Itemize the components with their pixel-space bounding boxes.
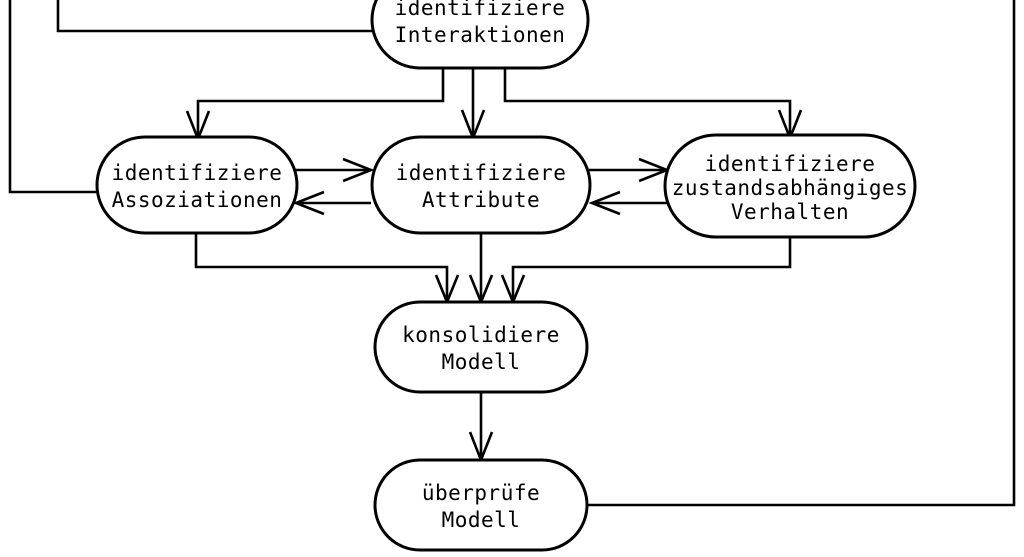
arrowhead-verhalten-to-attribute: [588, 190, 621, 216]
edge-ueberpruefe-feedback-right: [587, 0, 1016, 507]
node-label-ueberpruefe-line1: überprüfe: [422, 481, 540, 505]
edge-interaktionen-to-verhalten: [503, 68, 792, 138]
node-label-ueberpruefe-line2: Modell: [442, 508, 521, 532]
node-label-assoziationen-line2: Assoziationen: [112, 188, 283, 212]
edge-assoziationen-to-konsolidiere: [194, 231, 449, 302]
node-shape-ueberpruefe: [373, 458, 589, 552]
node-shape-attribute: [370, 135, 592, 235]
node-konsolidiere-modell[interactable]: konsolidiere Modell: [373, 300, 589, 394]
edge-interaktionen-to-assoziationen: [196, 68, 445, 139]
node-identifiziere-assoziationen[interactable]: identifiziere Assoziationen: [95, 135, 299, 235]
node-label-assoziationen-line1: identifiziere: [112, 161, 283, 185]
node-shape-interaktionen: [370, 0, 590, 70]
node-shape-assoziationen: [95, 135, 299, 235]
node-label-interaktionen-line1: identifiziere: [395, 0, 566, 20]
node-label-konsolidiere-line2: Modell: [442, 350, 521, 374]
node-label-verhalten-line3: Verhalten: [731, 200, 849, 224]
node-label-konsolidiere-line1: konsolidiere: [402, 323, 560, 347]
arrowhead-attribute-to-assoziationen: [292, 190, 325, 216]
edge-offscreen-left-to-assoziationen: [8, 0, 99, 194]
node-label-attribute-line2: Attribute: [422, 188, 540, 212]
node-label-verhalten-line1: identifiziere: [705, 152, 876, 176]
node-label-interaktionen-line2: Interaktionen: [395, 23, 566, 47]
edge-layer: [8, 0, 1016, 507]
edge-offscreen-top-to-interaktionen: [56, 0, 374, 33]
node-identifiziere-attribute[interactable]: identifiziere Attribute: [370, 135, 592, 235]
node-label-attribute-line1: identifiziere: [396, 161, 567, 185]
node-shape-verhalten: [663, 133, 917, 239]
node-identifiziere-interaktionen[interactable]: identifiziere Interaktionen: [370, 0, 590, 70]
edge-verhalten-to-konsolidiere: [511, 236, 792, 302]
node-label-verhalten-line2: zustandsabhängiges: [672, 176, 909, 200]
node-shape-konsolidiere: [373, 300, 589, 394]
node-ueberpruefe-modell[interactable]: überprüfe Modell: [373, 458, 589, 552]
arrowhead-assoziationen-to-attribute: [342, 157, 375, 183]
node-layer: identifiziere Interaktionen identifizier…: [95, 0, 917, 552]
node-identifiziere-zustandsabhaengiges-verhalten[interactable]: identifiziere zustandsabhängiges Verhalt…: [663, 133, 917, 239]
